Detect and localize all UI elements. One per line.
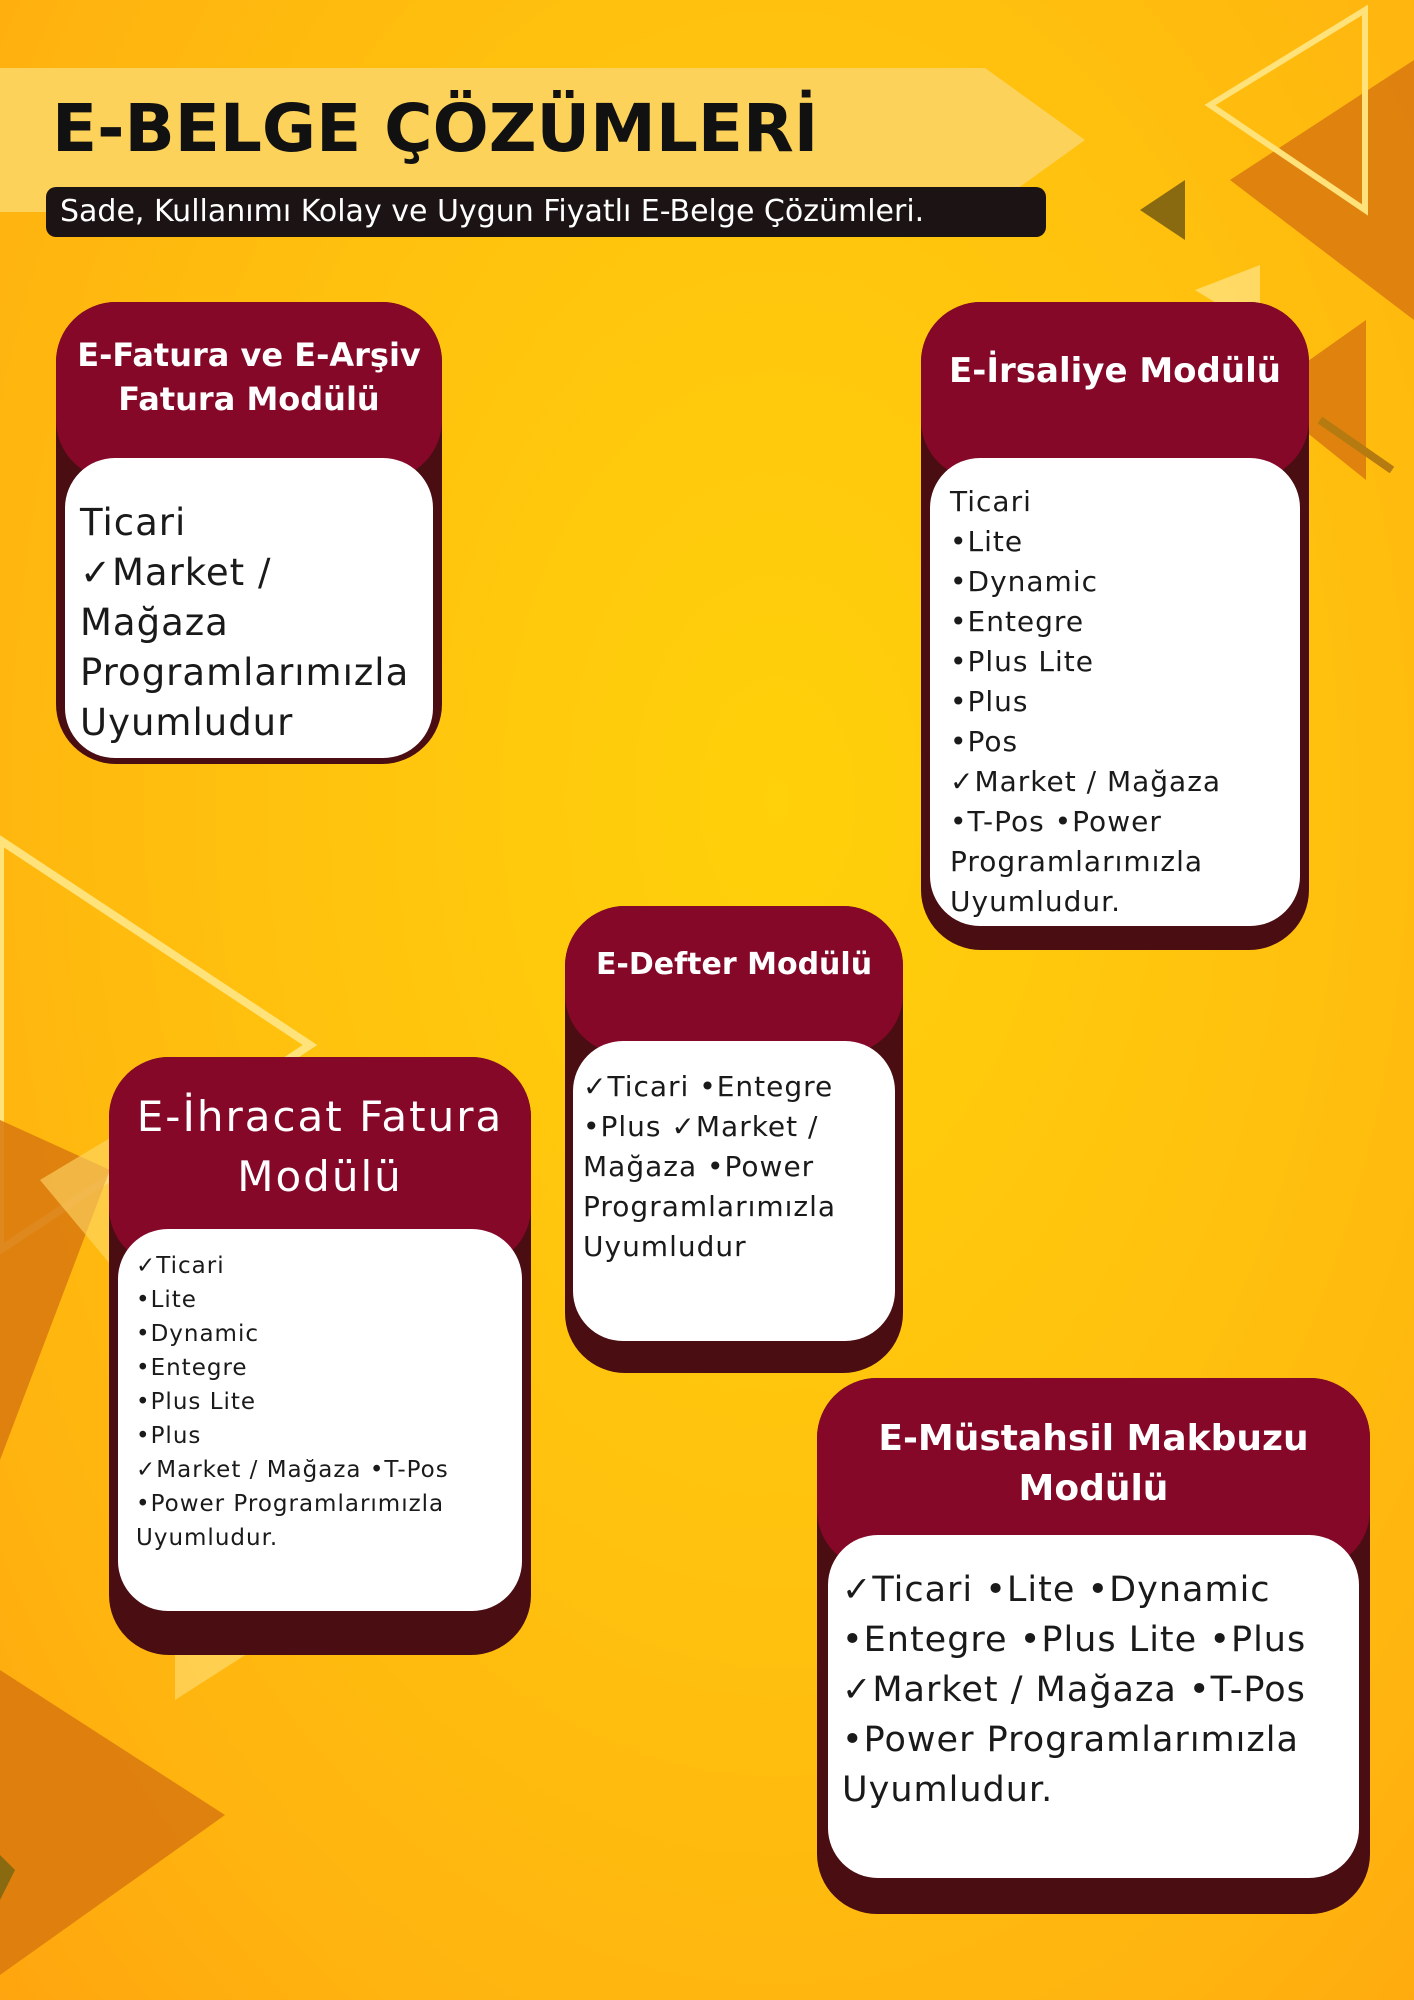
card-body: ✓Ticari •Lite •Dynamic •Entegre •Plus Li… [118, 1229, 522, 1611]
card-e-mustahsil: E-Müstahsil Makbuzu Modülü ✓Ticari •Lite… [817, 1378, 1370, 1914]
deco-line-right [1317, 416, 1395, 474]
card-e-irsaliye: E-İrsaliye Modülü Ticari •Lite •Dynamic … [921, 302, 1309, 950]
card-e-fatura: E-Fatura ve E-Arşiv Fatura Modülü Ticari… [56, 302, 442, 764]
card-body: ✓Ticari •Lite •Dynamic •Entegre •Plus Li… [828, 1535, 1359, 1878]
card-title-line: E-Müstahsil Makbuzu [878, 1418, 1309, 1459]
card-title-line: Modülü [1018, 1468, 1169, 1509]
card-title-line: Fatura Modülü [118, 380, 380, 418]
card-e-defter: E-Defter Modülü ✓Ticari •Entegre •Plus ✓… [565, 906, 903, 1373]
deco-triangle-small-olive [1140, 180, 1185, 240]
subtitle: Sade, Kullanımı Kolay ve Uygun Fiyatlı E… [46, 187, 1046, 237]
deco-triangle-bottom-olive [0, 1855, 15, 1900]
card-title-line: E-Fatura ve E-Arşiv [77, 336, 421, 374]
card-title: E-İrsaliye Modülü [921, 302, 1309, 480]
card-title-line: E-İrsaliye Modülü [949, 351, 1281, 391]
card-body: ✓Ticari •Entegre •Plus ✓Market / Mağaza … [573, 1041, 895, 1341]
deco-triangle-outline-top [1204, 4, 1368, 216]
card-body: Ticari ✓Market / Mağaza Programlarımızla… [65, 458, 433, 758]
card-e-ihracat: E-İhracat Fatura Modülü ✓Ticari •Lite •D… [109, 1057, 531, 1655]
card-title-line: Modülü [237, 1152, 403, 1201]
card-title-line: E-Defter Modülü [595, 947, 873, 982]
deco-triangle-bottom-left [0, 1670, 225, 1975]
card-title: E-Fatura ve E-Arşiv Fatura Modülü [56, 302, 442, 480]
page-title: E-BELGE ÇÖZÜMLERİ [52, 90, 819, 167]
card-title-line: E-İhracat Fatura [136, 1092, 504, 1141]
deco-triangle-right-mid [1260, 320, 1366, 480]
card-body: Ticari •Lite •Dynamic •Entegre •Plus Lit… [930, 458, 1300, 926]
card-title: E-Defter Modülü [565, 906, 903, 1054]
